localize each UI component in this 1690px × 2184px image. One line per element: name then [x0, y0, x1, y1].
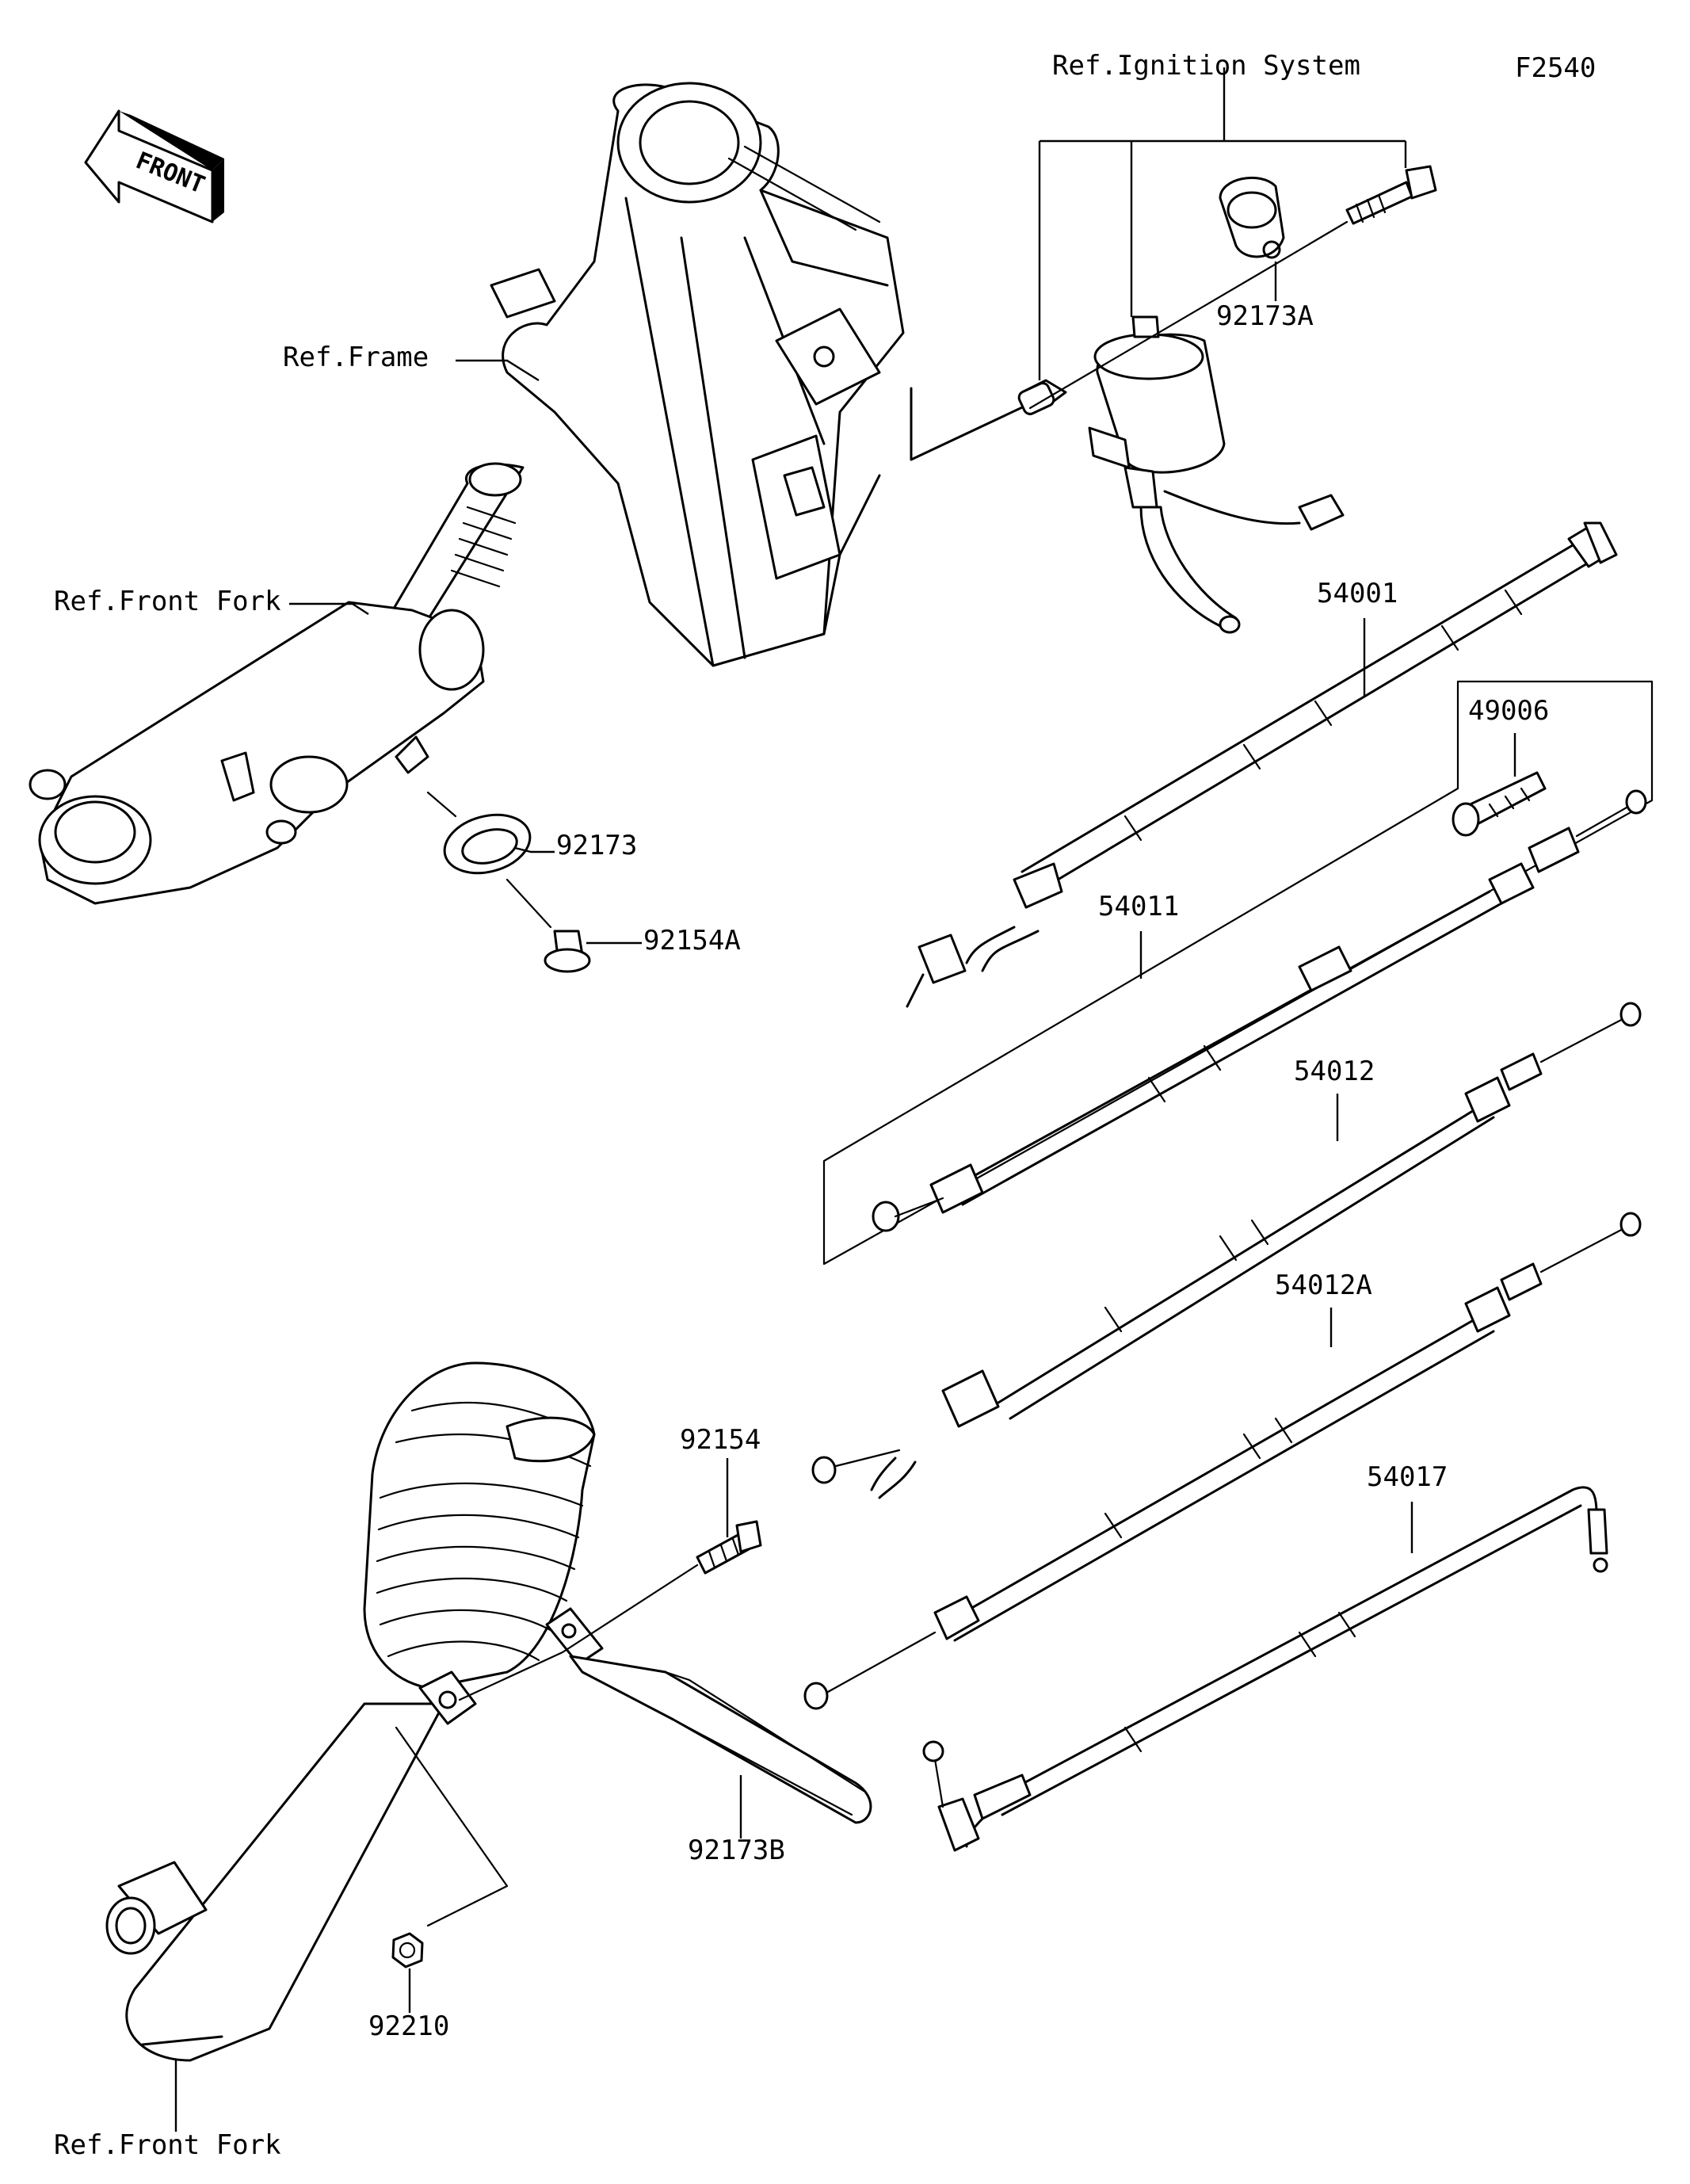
cable-54017-part [922, 1486, 1608, 1852]
ignition-assembly-line [1028, 220, 1349, 410]
cable-54012-part [811, 1002, 1642, 1499]
bolt-ignition-part [1345, 165, 1437, 225]
cable-54012A-part [803, 1212, 1642, 1710]
bolt-92154-part [696, 1520, 762, 1575]
part-label-54012: 54012 [1294, 1056, 1375, 1087]
part-label-92173B: 92173B [688, 1835, 785, 1866]
bracket-92173B-part [545, 1607, 872, 1824]
fork-assembly-line-1 [458, 1564, 699, 1701]
part-label-92173: 92173 [556, 830, 637, 861]
ref-front-fork-bottom-label: Ref.Front Fork [54, 2129, 281, 2161]
figure-code: F2540 [1515, 52, 1596, 84]
part-label-54011: 54011 [1098, 891, 1179, 922]
part-label-92173A: 92173A [1216, 300, 1314, 332]
ref-frame-label: Ref.Frame [283, 342, 429, 373]
steering-stem-illustration [29, 462, 525, 905]
labels: Ref.Ignition System 92173A Ref.Frame Ref… [54, 50, 1549, 2161]
cable-54001-part [906, 521, 1618, 1008]
group-box [822, 680, 1654, 1266]
cable-54011-part [872, 789, 1647, 1232]
front-fork-illustration [105, 1361, 596, 2062]
clip-92173-part [426, 791, 532, 875]
part-label-54012A: 54012A [1275, 1270, 1372, 1301]
ref-ignition-label: Ref.Ignition System [1052, 50, 1360, 82]
part-label-92210: 92210 [368, 2010, 449, 2042]
fork-assembly-line-2 [395, 1726, 509, 1927]
boot-49006-part [1452, 771, 1547, 837]
bolt-92154A-part [505, 878, 591, 973]
ref-front-fork-top-label: Ref.Front Fork [54, 586, 281, 617]
part-label-54001: 54001 [1317, 578, 1398, 609]
part-label-92154A: 92154A [643, 925, 741, 956]
nut-92210-part [391, 1932, 424, 1968]
frame-illustration [490, 82, 1047, 667]
ignition-coil-illustration [1088, 315, 1345, 634]
spacer-part [1017, 379, 1067, 415]
part-label-54017: 54017 [1367, 1461, 1448, 1493]
part-label-49006: 49006 [1468, 695, 1549, 727]
front-arrow-icon: FRONT [84, 109, 224, 223]
bracket-92173A-part [1219, 176, 1285, 259]
leader-lines [174, 67, 1516, 2132]
part-label-92154: 92154 [680, 1424, 761, 1456]
